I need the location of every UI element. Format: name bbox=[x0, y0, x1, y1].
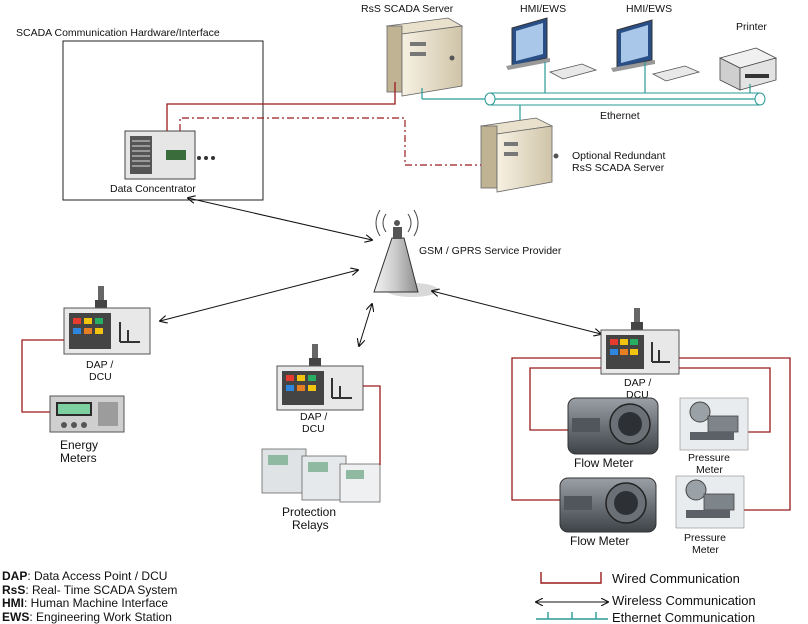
wireless-link-dap-right bbox=[432, 291, 601, 334]
gsm-label: GSM / GPRS Service Provider bbox=[419, 245, 562, 257]
ethernet-label: Ethernet bbox=[600, 110, 640, 122]
energy-meter-label-2: Meters bbox=[60, 451, 97, 465]
redundant-server-icon bbox=[479, 117, 559, 193]
abbr-row: HMI: Human Machine Interface bbox=[2, 596, 168, 610]
flow-meter-bottom-label: Flow Meter bbox=[570, 534, 629, 548]
wired-link-concentrator-server bbox=[166, 82, 396, 131]
rss-scada-server-icon bbox=[385, 17, 464, 97]
relays-label-2: Relays bbox=[292, 518, 329, 532]
hmi-workstation-1-icon bbox=[506, 17, 598, 80]
ethernet-legend-label: Ethernet Communication bbox=[612, 610, 755, 624]
energy-meter-label-1: Energy bbox=[60, 438, 98, 452]
wired-link-concentrator-redundant bbox=[179, 117, 481, 166]
printer-label: Printer bbox=[736, 21, 767, 33]
hmi-2-label: HMI/EWS bbox=[626, 3, 672, 15]
pressure-top-label-1: Pressure bbox=[688, 452, 730, 464]
wireless-legend-label: Wireless Communication bbox=[612, 593, 756, 608]
wired-legend-label: Wired Communication bbox=[612, 571, 740, 586]
ethernet-backbone bbox=[421, 62, 766, 126]
abbr-row: DAP: Data Access Point / DCU bbox=[2, 569, 167, 583]
energy-meter-icon bbox=[49, 395, 125, 433]
pressure-top-label-2: Meter bbox=[696, 464, 723, 476]
line-type-legend: Wired Communication Wireless Communicati… bbox=[536, 571, 756, 624]
wireless-link-dap-mid bbox=[359, 304, 372, 346]
pressure-bottom-label-2: Meter bbox=[692, 544, 719, 556]
gsm-tower-icon bbox=[373, 209, 438, 297]
pressure-meter-bottom-icon bbox=[675, 475, 745, 529]
dap-dcu-left-icon bbox=[63, 286, 151, 355]
redundant-server-label-2: RsS SCADA Server bbox=[572, 162, 665, 174]
wired-link-relays bbox=[363, 385, 381, 465]
flow-meter-top-icon bbox=[567, 397, 659, 455]
printer-icon bbox=[718, 47, 778, 91]
pressure-meter-top-icon bbox=[679, 397, 749, 451]
data-concentrator-icon bbox=[124, 130, 215, 180]
dap-left-label-2: DCU bbox=[89, 371, 112, 383]
wired-legend-line bbox=[540, 572, 602, 584]
scada-hardware-box bbox=[62, 40, 264, 201]
dap-right-label-1: DAP / bbox=[624, 377, 651, 389]
dap-left-label-1: DAP / bbox=[86, 359, 113, 371]
wired-link-energy-meter bbox=[21, 339, 64, 413]
hmi-workstation-2-icon bbox=[611, 19, 701, 82]
abbreviation-legend: DAP: Data Access Point / DCU RsS: Real- … bbox=[2, 569, 177, 624]
abbr-row: EWS: Engineering Work Station bbox=[2, 610, 172, 624]
scada-box-title: SCADA Communication Hardware/Interface bbox=[16, 27, 220, 39]
dap-mid-label-2: DCU bbox=[302, 423, 325, 435]
dap-dcu-mid-icon bbox=[276, 344, 364, 411]
relays-label-1: Protection bbox=[282, 505, 336, 519]
redundant-server-label-1: Optional Redundant bbox=[572, 150, 665, 162]
wireless-link-concentrator bbox=[188, 198, 372, 240]
ethernet-legend-line bbox=[536, 612, 608, 620]
dap-mid-label-1: DAP / bbox=[300, 411, 327, 423]
pressure-bottom-label-1: Pressure bbox=[684, 532, 726, 544]
protection-relays-icon bbox=[261, 448, 381, 503]
dap-dcu-right-icon bbox=[600, 308, 680, 375]
hmi-1-label: HMI/EWS bbox=[520, 3, 566, 15]
wired-links-right bbox=[511, 357, 791, 511]
abbr-row: RsS: Real- Time SCADA System bbox=[2, 583, 177, 597]
flow-meter-bottom-icon bbox=[559, 477, 657, 533]
wireless-link-dap-left bbox=[160, 270, 358, 321]
rss-server-label: RsS SCADA Server bbox=[361, 3, 454, 15]
flow-meter-top-label: Flow Meter bbox=[574, 456, 633, 470]
data-concentrator-label: Data Concentrator bbox=[110, 183, 196, 195]
